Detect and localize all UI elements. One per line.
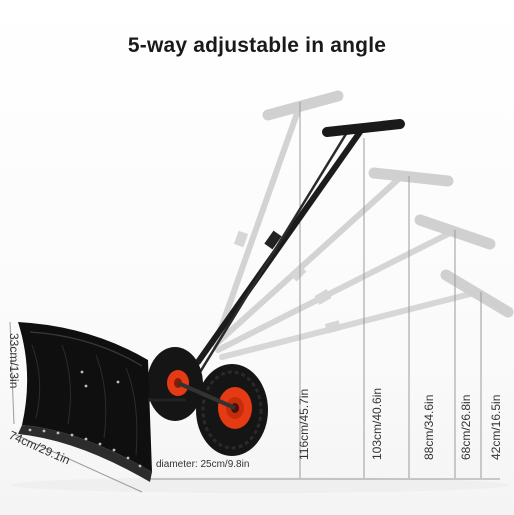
ghost-handle-pole	[212, 173, 405, 348]
ghost-handle-grip	[368, 167, 454, 187]
main-handle	[184, 119, 405, 397]
height-dimension-lines	[150, 102, 500, 480]
height-label-3: 88cm/34.6in	[422, 395, 436, 460]
back-wheel	[147, 347, 203, 421]
shovel-blade	[18, 322, 186, 482]
height-label-4: 68cm/26.8in	[459, 395, 473, 460]
ghost-handle-clamp	[233, 230, 249, 248]
ghost-handle-grip	[262, 90, 344, 121]
blade-height-guide	[9, 321, 15, 425]
ghost-handle-clamp	[289, 264, 307, 282]
handle-clamp	[264, 230, 282, 250]
height-label-2: 103cm/40.6in	[370, 388, 384, 460]
handle-pole	[195, 129, 363, 365]
height-label-1: 116cm/45.7in	[297, 389, 311, 460]
ghost-handle-grip	[440, 269, 514, 318]
height-label-5: 42cm/16.5in	[489, 395, 503, 460]
handle-grip	[322, 119, 405, 137]
ghost-handle-clamp	[324, 320, 342, 334]
wheel-axle	[177, 381, 236, 410]
front-wheel	[177, 364, 268, 456]
handle-brace	[184, 132, 348, 397]
ghost-handle-pole	[219, 289, 481, 360]
blade-height-label: 33cm/13in	[7, 333, 21, 388]
ghost-handle-positions	[212, 90, 514, 360]
blade-width-guide	[13, 433, 143, 493]
page-title: 5-way adjustable in angle	[127, 34, 387, 57]
ghost-handle-pole	[215, 229, 455, 353]
ghost-handle-clamp	[314, 289, 332, 305]
blade-rivets	[28, 370, 142, 468]
ghost-handle-pole	[212, 102, 303, 348]
wheel-diameter-label: diameter: 25cm/9.8in	[156, 459, 249, 470]
